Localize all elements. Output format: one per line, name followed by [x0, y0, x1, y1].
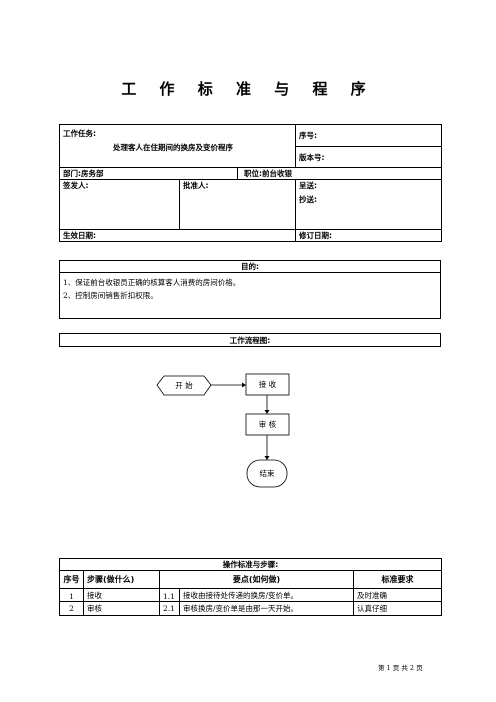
receive-label: 接 收 [258, 380, 277, 389]
end-shape [246, 459, 288, 488]
approver-label: 批准人: [179, 179, 296, 230]
review-label: 审 核 [258, 420, 277, 429]
purpose-line-2: 2、控制房间销售折扣权限。 [63, 291, 158, 300]
table-row: 1 接收 1.1 接收由接待处传递的换房/变价单。 及时准确 [59, 588, 442, 602]
arrow-head-2 [264, 410, 270, 414]
row-no: 1 [59, 588, 84, 602]
row-point: 接收由接待处传递的换房/变价单。 [179, 588, 354, 602]
row-req: 认真仔细 [353, 601, 442, 616]
start-shape [156, 375, 212, 396]
arrow-head-3 [264, 456, 270, 460]
task-value: 处理客人在住期间的换房及变价程序 [113, 143, 233, 152]
row-step: 接收 [83, 588, 160, 602]
revise-date-label: 修订日期: [295, 229, 442, 242]
task-cell: 工作任务: 处理客人在住期间的换房及变价程序 [59, 124, 296, 168]
col-header-step: 步骤(做什么) [83, 570, 160, 589]
purpose-table: 目的: 1、保证前台收银员正确的核算客人消费的房间价格。 2、控制房间销售折扣权… [59, 260, 441, 319]
receive-shape [245, 373, 290, 396]
row-point: 审核换房/变价单是由那一天开始。 [179, 601, 354, 616]
issuer-label: 签发人: [59, 179, 180, 230]
flow-title: 工作流程图: [59, 333, 441, 347]
page-footer: 第 1 页 共 2 页 [378, 664, 423, 672]
submit-label: 呈送: [299, 181, 317, 190]
col-header-req: 标准要求 [353, 570, 442, 589]
header-table: 工作任务: 处理客人在住期间的换房及变价程序 序号: 版本号: 部门:房务部 职… [59, 124, 442, 242]
copy-label: 抄送: [299, 195, 317, 204]
purpose-body: 1、保证前台收银员正确的核算客人消费的房间价格。 2、控制房间销售折扣权限。 [59, 272, 441, 319]
steps-table: 操作标准与步骤: 序号 步骤(做什么) 要点(如何做) 标准要求 1 接收 1.… [59, 558, 442, 616]
row-sub: 1.1 [159, 588, 180, 602]
task-label: 工作任务: [63, 129, 96, 138]
row-step: 审核 [83, 601, 160, 616]
start-label: 开 始 [175, 381, 193, 390]
col-header-no: 序号 [59, 570, 84, 589]
page-title: 工 作 标 准 与 程 序 [121, 80, 375, 98]
col-header-point: 要点(如何做) [159, 570, 354, 589]
steps-title: 操作标准与步骤: [59, 558, 442, 571]
row-no: 2 [59, 601, 84, 616]
arrow-head-1 [242, 382, 246, 388]
end-label: 结束 [259, 469, 275, 478]
purpose-line-1: 1、保证前台收银员正确的核算客人消费的房间价格。 [63, 278, 241, 287]
review-shape [245, 413, 290, 436]
table-row: 2 审核 2.1 审核换房/变价单是由那一天开始。 认真仔细 [59, 601, 442, 616]
row-sub: 2.1 [159, 601, 180, 616]
row-req: 及时准确 [353, 588, 442, 602]
